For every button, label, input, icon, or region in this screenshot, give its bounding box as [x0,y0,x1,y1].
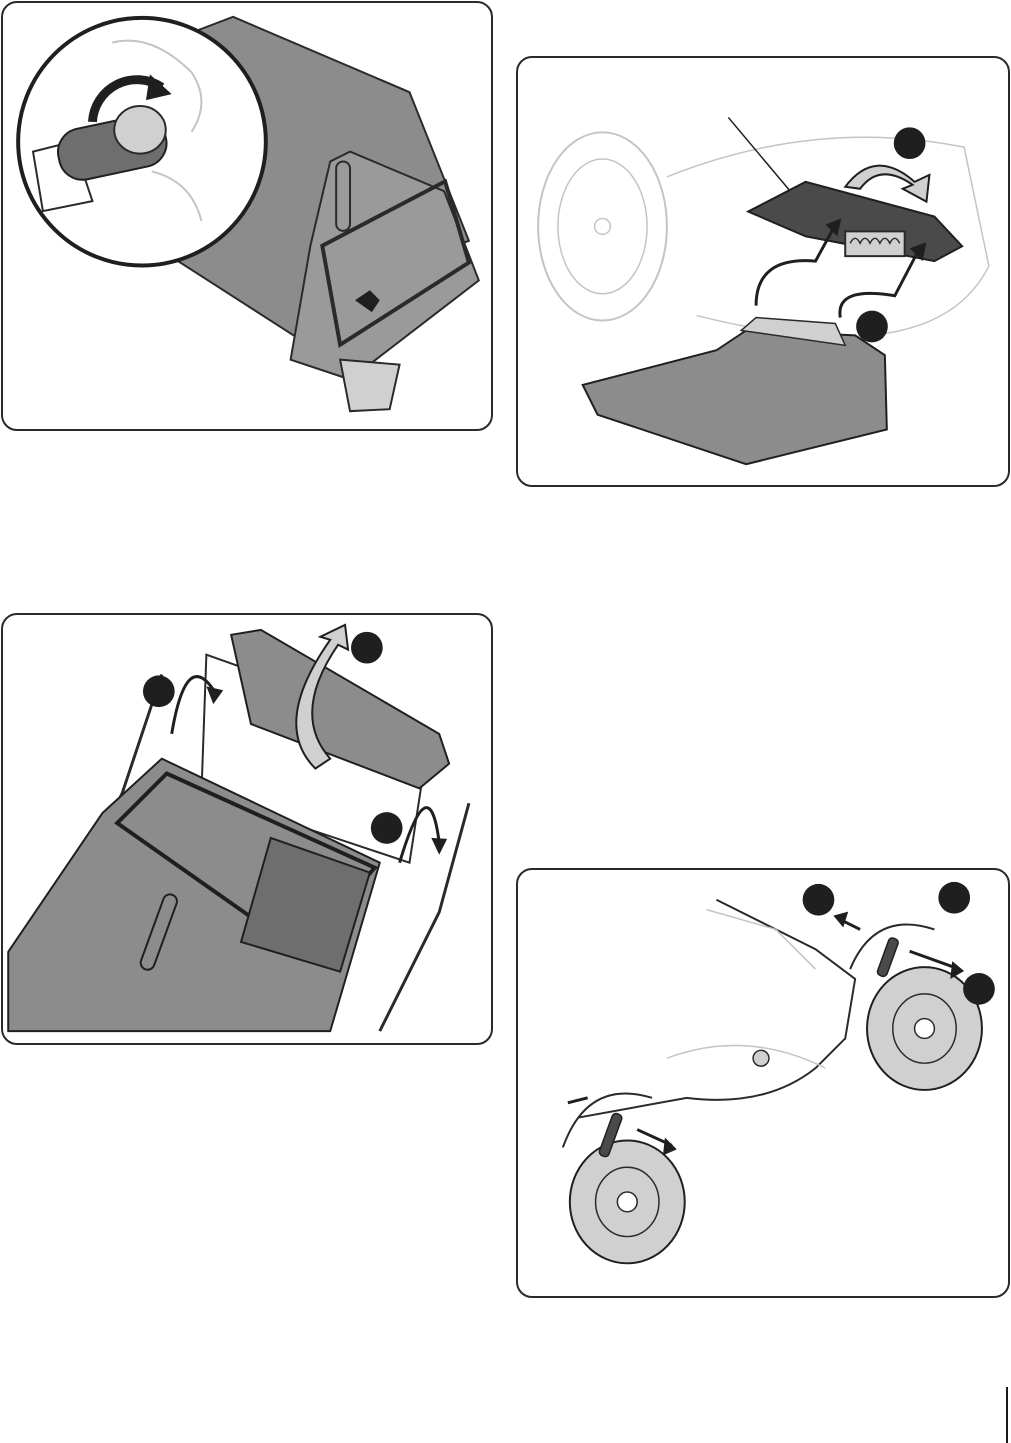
mower-deck-outline [578,900,855,1118]
rear-height-lever [876,937,899,978]
deck-curve [667,1045,826,1068]
push-arrowhead-rear-icon [950,961,964,979]
mower-rear-flap [340,360,399,412]
callout-3 [371,812,403,844]
handle-knob [114,106,166,154]
leader-line [728,117,790,191]
bag-attach-illustration [3,615,491,1043]
deck-detail [707,910,816,969]
spring-mechanism [845,231,904,256]
background-wheel-inner [558,159,647,294]
wheel-adjust-illustration [518,870,1008,1296]
callout-2 [143,675,175,707]
lift-arrow-right-icon [840,252,918,317]
pull-arrowhead-rear-icon [833,912,848,928]
callout-2 [856,311,888,343]
page-edge-rule [1006,1387,1008,1443]
callout-1 [894,127,926,159]
callout-1 [351,632,383,664]
pull-arrow-front-icon [568,1098,588,1103]
callout-3 [963,973,995,1005]
hook-arrowhead-right-icon [431,838,447,855]
figure-panel-grass-bag-handle [1,1,493,431]
figure-panel-wheel-adjust [516,868,1010,1298]
figure-panel-bag-attach [1,613,493,1045]
figure-panel-rear-flap [516,56,1010,487]
push-arrowhead-front-icon [663,1137,677,1155]
deflector-flap [583,330,887,464]
rear-flap-illustration [518,58,1008,485]
callout-1 [803,884,835,916]
grass-bag-illustration [3,3,491,429]
callout-2 [938,882,970,914]
front-wheel-hub [617,1192,637,1212]
deck-nozzle [753,1050,769,1066]
background-hub [595,218,611,234]
rear-wheel-hub [915,1019,935,1039]
